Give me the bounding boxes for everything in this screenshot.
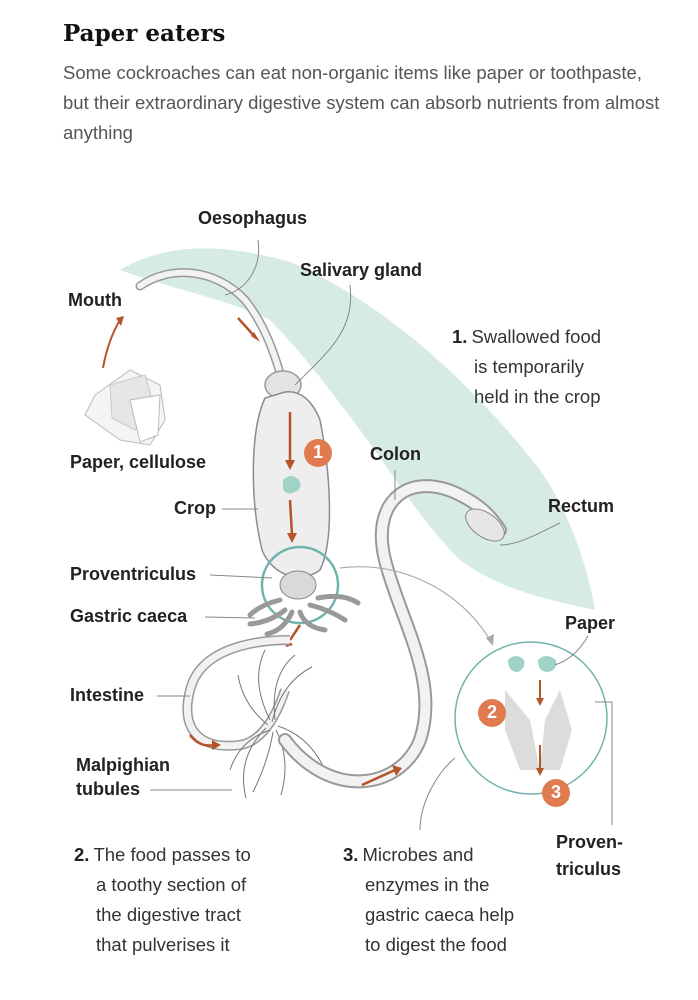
step-2-line-1: The food passes to: [93, 844, 251, 865]
step-3-description: 3.Microbes and enzymes in the gastric ca…: [343, 840, 514, 960]
step-2-line-2: a toothy section of: [96, 874, 247, 895]
step-2-number: 2.: [74, 844, 90, 865]
label-mouth: Mouth: [68, 290, 122, 310]
step-2-line-4: that pulverises it: [96, 934, 230, 955]
label-malpighian: Malpighian tubules: [76, 753, 170, 801]
label-colon: Colon: [370, 444, 421, 464]
gastric-caeca-shape: [247, 593, 361, 637]
marker-1-text: 1: [312, 442, 323, 462]
marker-3-text: 3: [550, 782, 561, 802]
step-1-number: 1.: [452, 326, 468, 347]
label-salivary-gland: Salivary gland: [300, 260, 423, 280]
step-1-line-1: Swallowed food: [471, 326, 602, 347]
proventriculus-highlight: [260, 545, 340, 625]
step-1-line-2: is temporarily: [474, 356, 584, 377]
label-paper: Paper: [565, 613, 616, 633]
step-3-line-4: to digest the food: [365, 934, 507, 955]
label-malpighian-line1: Malpighian: [76, 755, 170, 775]
step-1-line-3: held in the crop: [474, 386, 601, 407]
label-crop: Crop: [174, 498, 216, 518]
marker-2: [478, 699, 506, 727]
step-2-line-3: the digestive tract: [96, 904, 241, 925]
marker-2-text: 2: [486, 702, 497, 722]
label-proven-line2: triculus: [556, 859, 622, 879]
label-oesophagus: Oesophagus: [198, 208, 308, 228]
page-title: Paper eaters: [63, 20, 226, 47]
step-3-line-2: enzymes in the: [365, 874, 490, 895]
label-proventriculus: Proventriculus: [70, 564, 197, 584]
marker-3: [542, 779, 570, 807]
label-rectum: Rectum: [548, 496, 615, 516]
malpighian-tubules-shape: [229, 649, 324, 799]
label-malpighian-line2: tubules: [76, 779, 141, 799]
label-paper-cellulose: Paper, cellulose: [70, 452, 207, 472]
wing-shape: [120, 248, 595, 611]
label-proventriculus-detail: Proven- triculus: [556, 829, 623, 883]
step-1-description: 1.Swallowed food is temporarily held in …: [452, 322, 601, 412]
step-2-description: 2.The food passes to a toothy section of…: [74, 840, 251, 960]
page-subtitle: Some cockroaches can eat non-organic ite…: [63, 62, 660, 143]
label-gastric-caeca: Gastric caeca: [70, 606, 188, 626]
step-3-number: 3.: [343, 844, 359, 865]
step-3-line-3: gastric caeca help: [365, 904, 515, 925]
step-3-line-1: Microbes and: [362, 844, 474, 865]
label-proven-line1: Proven-: [556, 832, 624, 852]
proventriculus-detail-circle: [454, 641, 608, 795]
label-intestine: Intestine: [70, 685, 145, 705]
paper-illustration: [84, 369, 166, 446]
marker-1: [304, 439, 332, 467]
